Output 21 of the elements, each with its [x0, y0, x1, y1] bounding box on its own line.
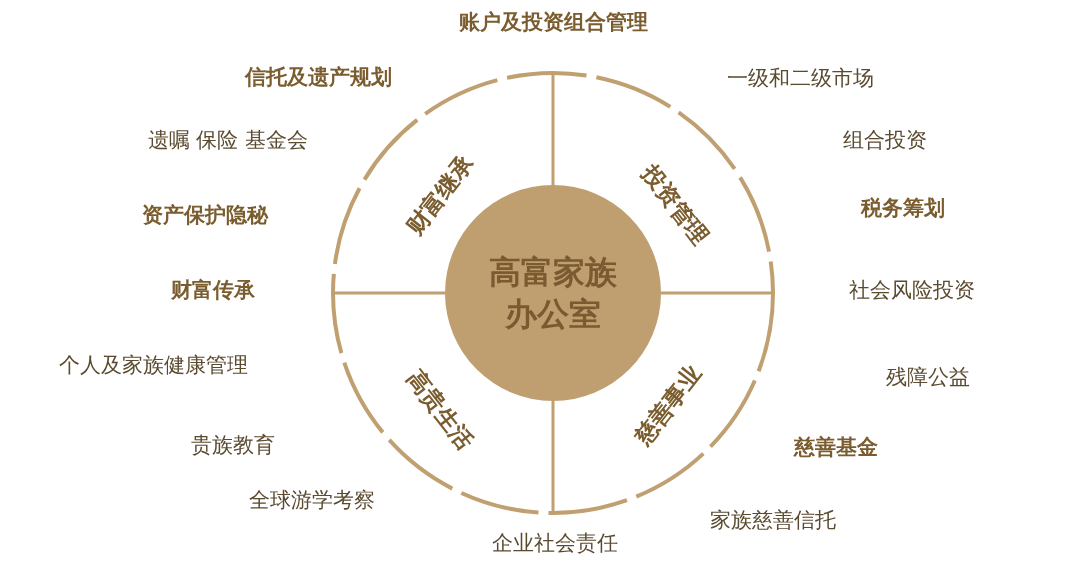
item-text: 全球游学考察 [249, 487, 375, 514]
center-title: 高富家族办公室 [488, 252, 618, 335]
sector-label: 财富继承 [400, 149, 480, 241]
item-text: 遗嘱 保险 基金会 [147, 127, 309, 154]
item-text: 社会风险投资 [849, 277, 975, 304]
item-text: 个人及家族健康管理 [58, 352, 248, 379]
item-text: 账户及投资组合管理 [458, 9, 648, 36]
item-text: 税务筹划 [861, 195, 945, 222]
item-text: 财富传承 [171, 277, 255, 304]
item-text: 慈善基金 [794, 434, 878, 461]
item-text: 贵族教育 [191, 432, 275, 459]
item-text: 企业社会责任 [492, 530, 618, 557]
item-text: 组合投资 [843, 127, 927, 154]
item-text: 一级和二级市场 [726, 65, 874, 92]
item-text: 资产保护隐秘 [142, 202, 268, 229]
item-text: 残障公益 [886, 364, 970, 391]
sector-label: 高贵生活 [400, 364, 480, 456]
item-text: 家族慈善信托 [710, 507, 836, 534]
item-text: 信托及遗产规划 [244, 64, 392, 91]
sector-label: 慈善事业 [628, 359, 708, 451]
sector-label: 投资管理 [635, 159, 715, 251]
